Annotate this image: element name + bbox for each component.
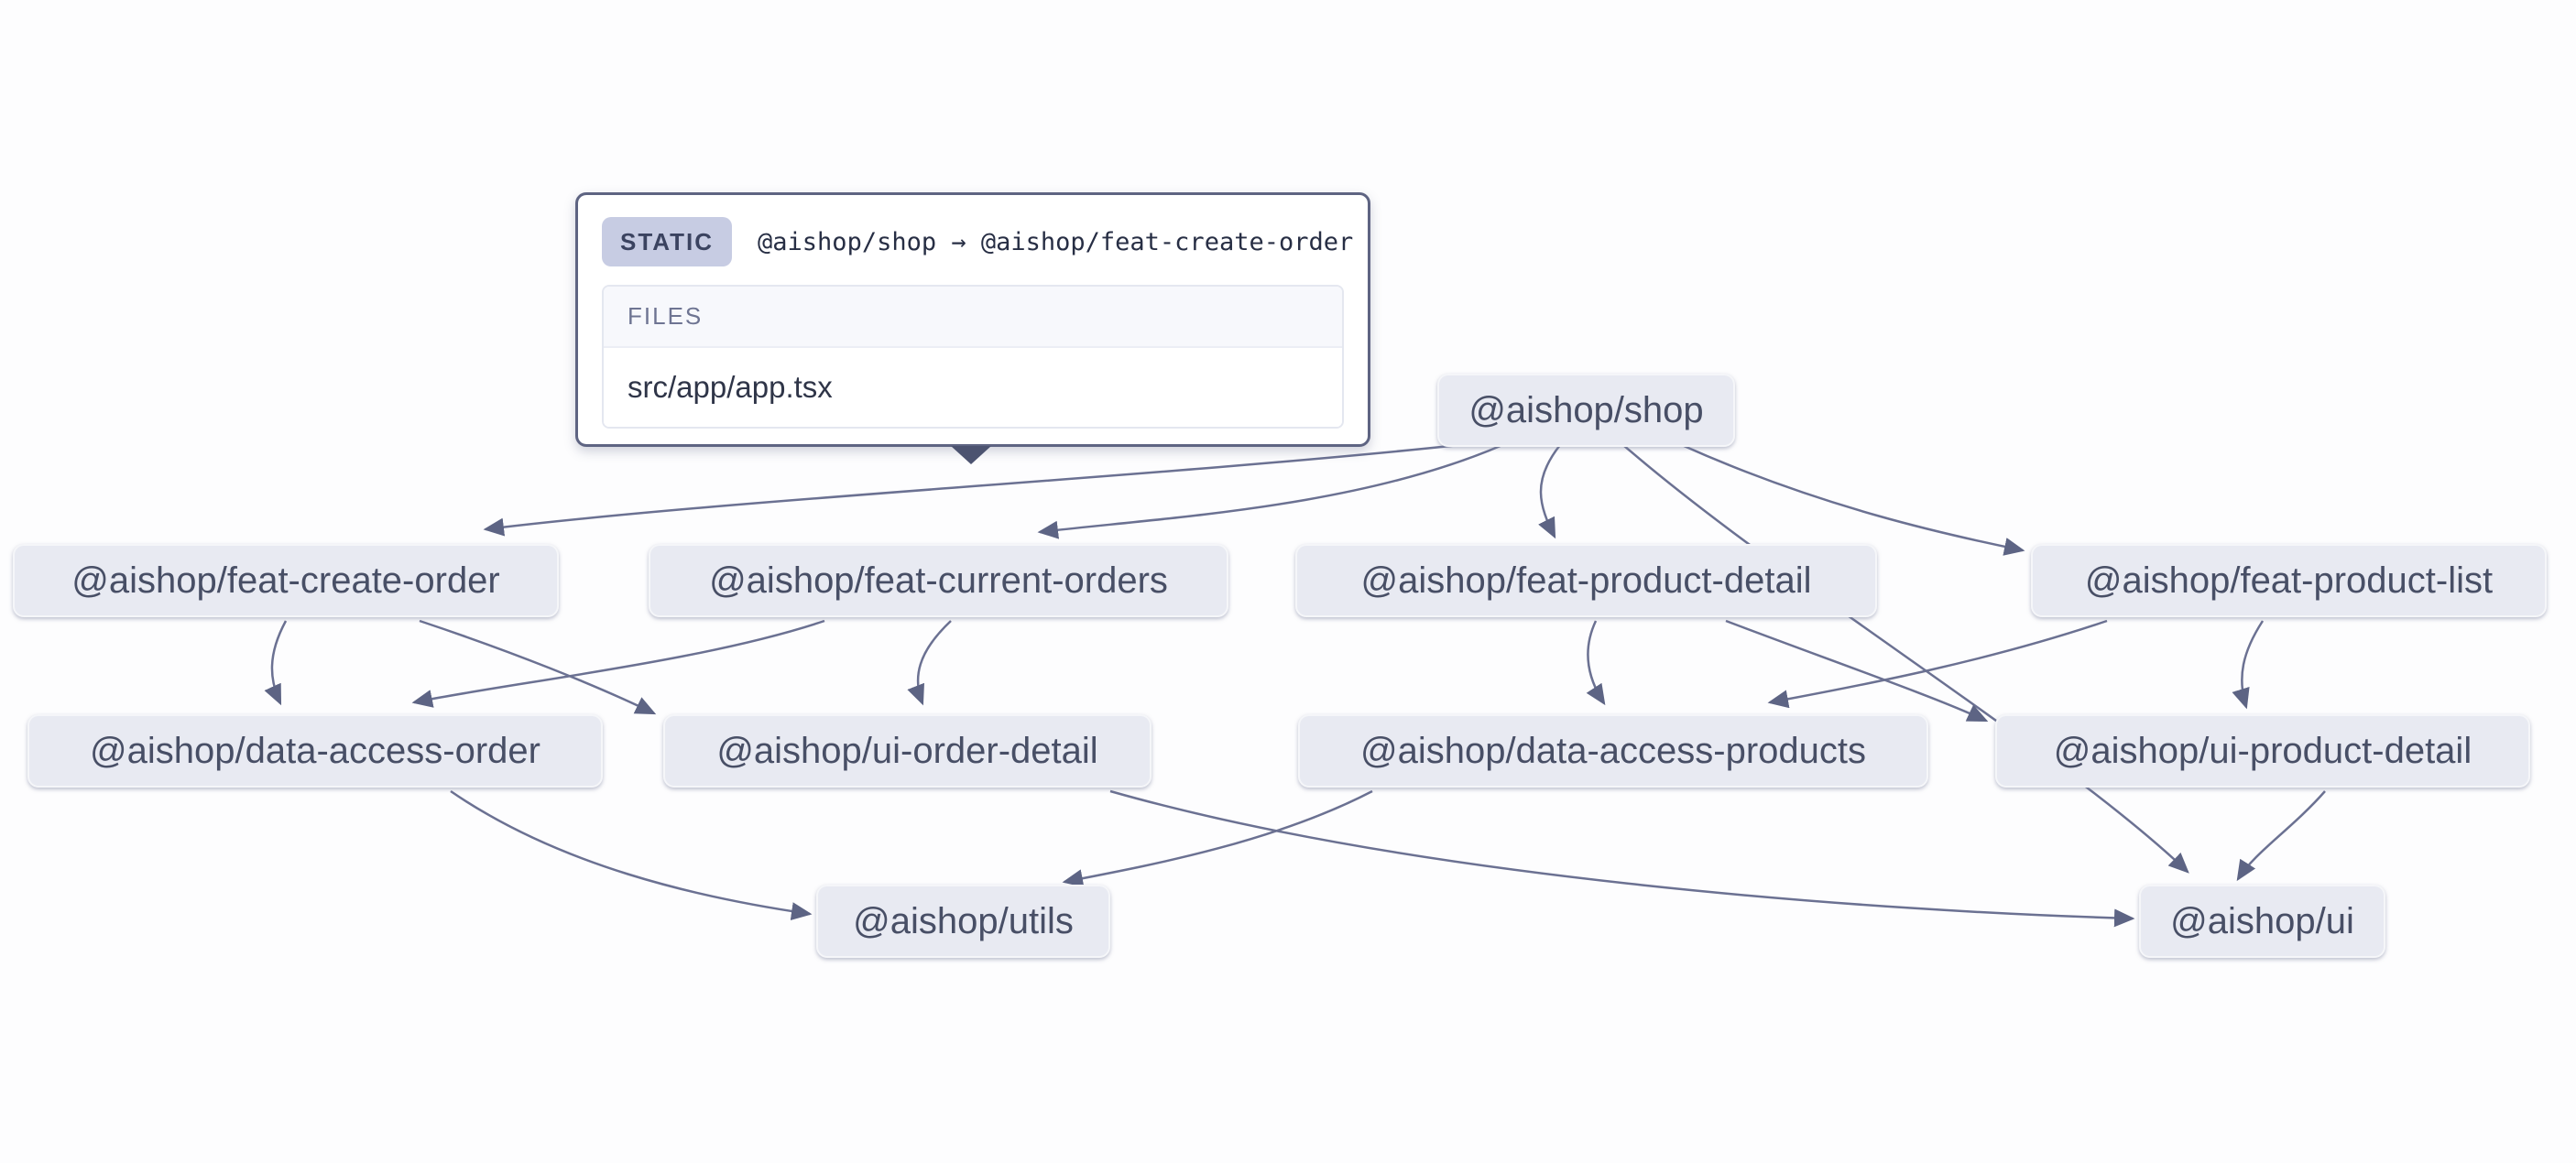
edge-shop-to-feat-product-detail[interactable] xyxy=(1538,444,1561,539)
tooltip-caret-icon xyxy=(951,446,991,464)
edge-files-header: FILES xyxy=(604,287,1342,348)
edge-feat-product-detail-to-ui-product-detail[interactable] xyxy=(1725,619,1989,723)
edge-data-access-order-to-utils[interactable] xyxy=(450,789,813,921)
edge-feat-product-list-to-ui-product-detail[interactable] xyxy=(2232,620,2265,710)
graph-node-data-access-order[interactable]: @aishop/data-access-order xyxy=(27,714,603,788)
edge-tooltip: STATIC @aishop/shop → @aishop/feat-creat… xyxy=(575,192,1370,447)
edge-files-panel: FILES src/app/app.tsx xyxy=(602,285,1344,429)
graph-node-feat-current-orders[interactable]: @aishop/feat-current-orders xyxy=(649,544,1228,617)
edge-feat-current-orders-to-data-access-order[interactable] xyxy=(411,619,825,708)
graph-node-ui-product-detail[interactable]: @aishop/ui-product-detail xyxy=(1995,714,2530,788)
edge-feat-product-list-to-data-access-products[interactable] xyxy=(1767,619,2108,709)
edge-type-badge: STATIC xyxy=(602,217,733,266)
edge-feat-create-order-to-data-access-order[interactable] xyxy=(264,620,288,706)
edge-shop-to-ui[interactable] xyxy=(1622,444,2189,874)
graph-node-ui[interactable]: @aishop/ui xyxy=(2139,885,2385,958)
edge-shop-to-feat-create-order[interactable] xyxy=(483,443,1460,537)
graph-node-data-access-products[interactable]: @aishop/data-access-products xyxy=(1298,714,1928,788)
graph-node-ui-order-detail[interactable]: @aishop/ui-order-detail xyxy=(663,714,1152,788)
edge-tooltip-header: STATIC @aishop/shop → @aishop/feat-creat… xyxy=(578,195,1368,283)
edge-feat-product-detail-to-data-access-products[interactable] xyxy=(1586,620,1606,706)
edge-feat-create-order-to-ui-order-detail[interactable] xyxy=(419,619,657,715)
edge-feat-current-orders-to-ui-order-detail[interactable] xyxy=(907,620,952,706)
edge-shop-to-feat-product-list[interactable] xyxy=(1681,443,2025,556)
graph-node-feat-create-order[interactable]: @aishop/feat-create-order xyxy=(13,544,559,617)
files-header-label: FILES xyxy=(628,302,704,330)
edge-file-item: src/app/app.tsx xyxy=(604,348,1342,427)
graph-node-utils[interactable]: @aishop/utils xyxy=(816,885,1110,958)
edge-data-access-products-to-utils[interactable] xyxy=(1062,789,1373,888)
edge-ui-order-detail-to-ui[interactable] xyxy=(1109,789,2135,928)
graph-node-feat-product-list[interactable]: @aishop/feat-product-list xyxy=(2031,544,2547,617)
graph-node-feat-product-detail[interactable]: @aishop/feat-product-detail xyxy=(1295,544,1877,617)
edge-ui-product-detail-to-ui[interactable] xyxy=(2236,790,2326,882)
graph-node-shop[interactable]: @aishop/shop xyxy=(1437,374,1735,447)
edge-shop-to-feat-current-orders[interactable] xyxy=(1037,443,1503,539)
edge-tooltip-title: @aishop/shop → @aishop/feat-create-order xyxy=(758,227,1354,256)
